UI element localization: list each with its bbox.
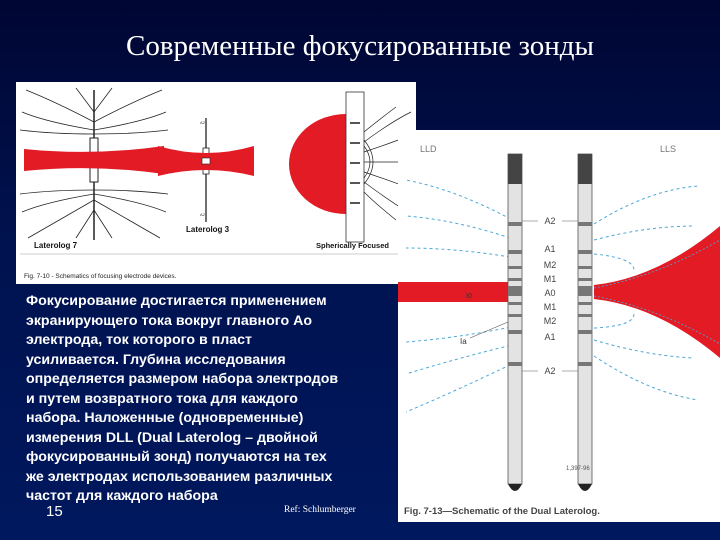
slide-title: Современные фокусированные зонды xyxy=(125,30,594,62)
body-line: же электродах использованием различных xyxy=(26,468,333,485)
body-line: частот для каждого набора xyxy=(26,488,218,504)
electrode-label: M2 xyxy=(544,260,557,270)
laterolog3-label: Laterolog 3 xyxy=(186,225,230,234)
laterolog7-diagram xyxy=(19,87,169,240)
figure-right-caption: Fig. 7-13—Schematic of the Dual Laterolo… xyxy=(404,506,600,517)
body-line: и путем возвратного тока для каждого xyxy=(26,390,298,407)
lld-label: LLD xyxy=(420,144,437,154)
electrode-label: M2 xyxy=(544,316,557,326)
body-line: усиливается. Глубина исследования xyxy=(26,351,286,368)
body-text: Фокусирование достигается применением эк… xyxy=(26,292,398,507)
body-line: Фокусирование достигается применением xyxy=(26,293,327,309)
figure-left-caption: Fig. 7-10 - Schematics of focusing elect… xyxy=(24,273,177,280)
electrode-label: A1 xyxy=(544,244,555,254)
laterolog7-label: Laterolog 7 xyxy=(34,241,78,250)
lls-flow-lines xyxy=(593,185,699,401)
electrode-label: A0 xyxy=(544,288,555,298)
lld-flow-lines xyxy=(405,179,517,413)
dual-laterolog-figure: LLD LLS xyxy=(398,130,720,522)
bucking-current-label: Ia xyxy=(460,337,467,346)
dual-laterolog-diagram: LLD LLS xyxy=(398,130,720,522)
tool-number: 1,397-96 xyxy=(566,466,590,472)
body-line: набора. Наложенные (одновременные) xyxy=(26,410,304,426)
svg-text:A2: A2 xyxy=(200,120,206,125)
electrode-label: A1 xyxy=(544,332,555,342)
reference: Ref: Schlumberger xyxy=(284,505,356,515)
lld-tool xyxy=(507,153,523,491)
lld-current-beam xyxy=(398,282,516,302)
body-line: электрода, ток которого в пласт xyxy=(26,332,252,348)
lls-current-beam xyxy=(594,226,720,358)
svg-text:A2: A2 xyxy=(200,212,206,217)
electrode-label: A2 xyxy=(544,216,555,226)
current-label: I0 xyxy=(466,293,472,300)
electrode-label: M1 xyxy=(544,302,557,312)
body-line: определяется размером набора электродов xyxy=(26,371,339,387)
electrode-label: M1 xyxy=(544,274,557,284)
lls-label: LLS xyxy=(660,144,676,154)
spherical-label: Spherically Focused xyxy=(316,241,389,250)
body-line: экранирующего тока вокруг главного Ao xyxy=(26,312,313,329)
body-line: фокусированный зонд) получаются на тех xyxy=(26,449,327,465)
spherical-focused-diagram xyxy=(288,91,415,243)
electrode-label: A2 xyxy=(544,366,555,376)
page-number: 15 xyxy=(46,503,63,520)
lls-tool xyxy=(577,153,593,491)
body-line: измерения DLL (Dual Laterolog – двойной xyxy=(26,429,318,446)
